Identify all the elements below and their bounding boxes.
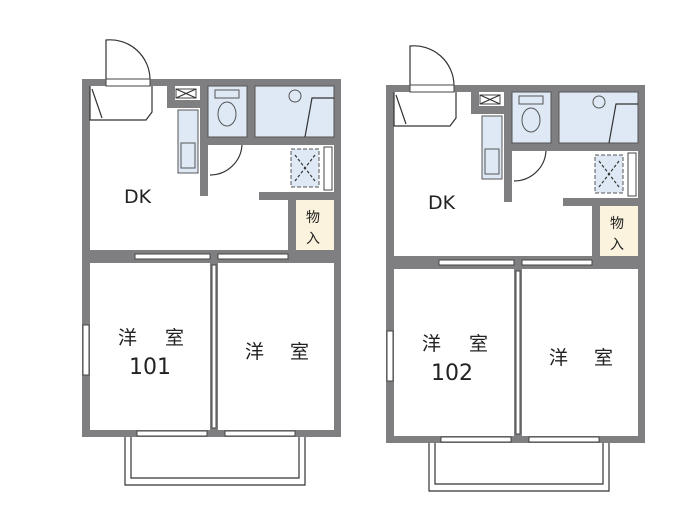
room-label: 室 [290, 341, 309, 363]
dk-label: DK [124, 186, 152, 208]
room-label: 洋 [422, 333, 441, 355]
room-label: 洋 [245, 341, 264, 363]
unit-102: DK 物 入 洋 室 102 洋 室 [385, 45, 646, 492]
room-label: 室 [469, 333, 488, 355]
room-label: 室 [594, 347, 613, 369]
closet-label: 入 [306, 231, 320, 247]
room-label: 洋 [118, 327, 137, 349]
room-label: 室 [165, 327, 184, 349]
unit-101: DK 物 入 洋 室 101 洋 室 [81, 39, 342, 486]
room-label: 洋 [549, 347, 568, 369]
dk-label: DK [428, 192, 456, 214]
closet-label: 物 [306, 210, 320, 226]
closet-label: 物 [610, 216, 624, 232]
closet-label: 入 [610, 237, 624, 253]
unit-number: 101 [129, 355, 171, 380]
unit-number: 102 [431, 361, 473, 386]
